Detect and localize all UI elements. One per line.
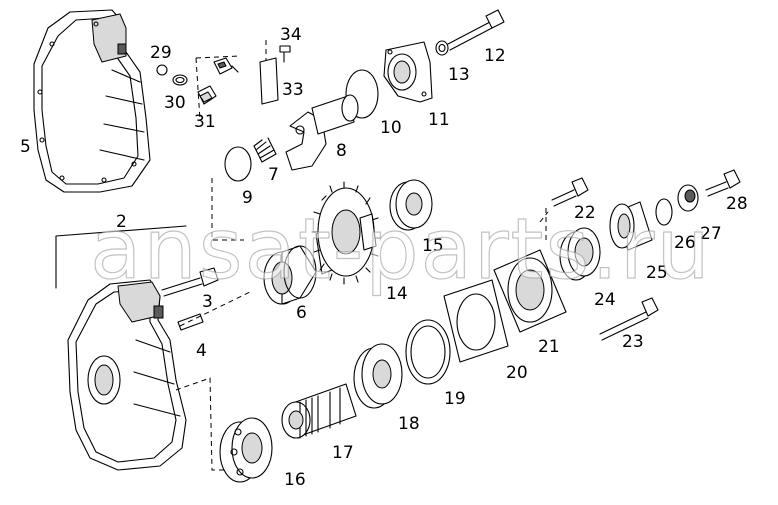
watermark: ansat-parts.ru <box>90 200 712 298</box>
callout-6: 6 <box>296 303 307 323</box>
callout-11: 11 <box>428 110 450 130</box>
callout-19: 19 <box>444 389 466 409</box>
part-20-gasket <box>443 279 509 363</box>
part-25-coupling <box>609 201 653 251</box>
callout-8: 8 <box>336 141 347 161</box>
callout-7: 7 <box>268 165 279 185</box>
callout-16: 16 <box>284 470 306 490</box>
part-11-bearing-housing <box>383 41 433 103</box>
part-18-bearing <box>353 343 403 409</box>
part-33-plate <box>259 57 279 105</box>
callout-22: 22 <box>574 203 596 223</box>
part-6-bearing <box>263 245 317 305</box>
callout-15: 15 <box>422 236 444 256</box>
part-3-bolt <box>161 267 219 297</box>
part-17-splined-shaft <box>281 383 357 439</box>
part-9-disc <box>224 146 252 182</box>
part-30-seal-ring <box>172 74 188 86</box>
callout-24: 24 <box>594 290 616 310</box>
callout-2: 2 <box>116 212 127 232</box>
assembly-lines <box>55 178 549 471</box>
part-14-gear-shaft <box>311 181 381 285</box>
callout-18: 18 <box>398 414 420 434</box>
part-27-nut <box>677 184 699 212</box>
part-19-seal-ring <box>405 319 451 385</box>
part-26-washer <box>655 198 673 226</box>
part-7-spring <box>253 137 277 163</box>
callout-29: 29 <box>150 43 172 63</box>
callout-25: 25 <box>646 263 668 283</box>
part-13-nut <box>435 40 449 56</box>
part-12-bolt <box>447 9 505 51</box>
callout-4: 4 <box>196 341 207 361</box>
part-5-gearbox-cover <box>33 9 151 193</box>
callouts: 2 3 4 5 6 7 8 9 10 11 12 13 14 15 16 17 … <box>20 25 748 490</box>
callout-31: 31 <box>194 112 216 132</box>
part-22-bolt <box>545 177 589 240</box>
part-28-bolt <box>705 169 741 197</box>
callout-28: 28 <box>726 194 748 214</box>
callout-33: 33 <box>282 80 304 100</box>
callout-10: 10 <box>380 118 402 138</box>
part-24-bearing <box>559 227 601 281</box>
callout-3: 3 <box>202 292 213 312</box>
part-15-bearing <box>389 179 433 231</box>
callout-27: 27 <box>700 224 722 244</box>
callout-13: 13 <box>448 65 470 85</box>
part-29-ball <box>156 64 168 76</box>
callout-21: 21 <box>538 337 560 357</box>
part-31-plug <box>197 85 217 105</box>
callout-30: 30 <box>164 93 186 113</box>
part-34-screw <box>265 40 291 63</box>
callout-5: 5 <box>20 137 31 157</box>
callout-26: 26 <box>674 233 696 253</box>
part-21-flange-cover <box>493 249 567 333</box>
part-23-bolt <box>599 297 659 341</box>
callout-23: 23 <box>622 332 644 352</box>
part-2-gearbox-housing <box>67 279 187 471</box>
part-8-shift-fork <box>285 94 359 171</box>
sensor-switch <box>195 55 241 121</box>
callout-12: 12 <box>484 46 506 66</box>
part-16-bearing <box>219 417 273 483</box>
callout-20: 20 <box>506 363 528 383</box>
callout-17: 17 <box>332 443 354 463</box>
callout-34: 34 <box>280 25 302 45</box>
callout-9: 9 <box>242 188 253 208</box>
callout-14: 14 <box>386 284 408 304</box>
